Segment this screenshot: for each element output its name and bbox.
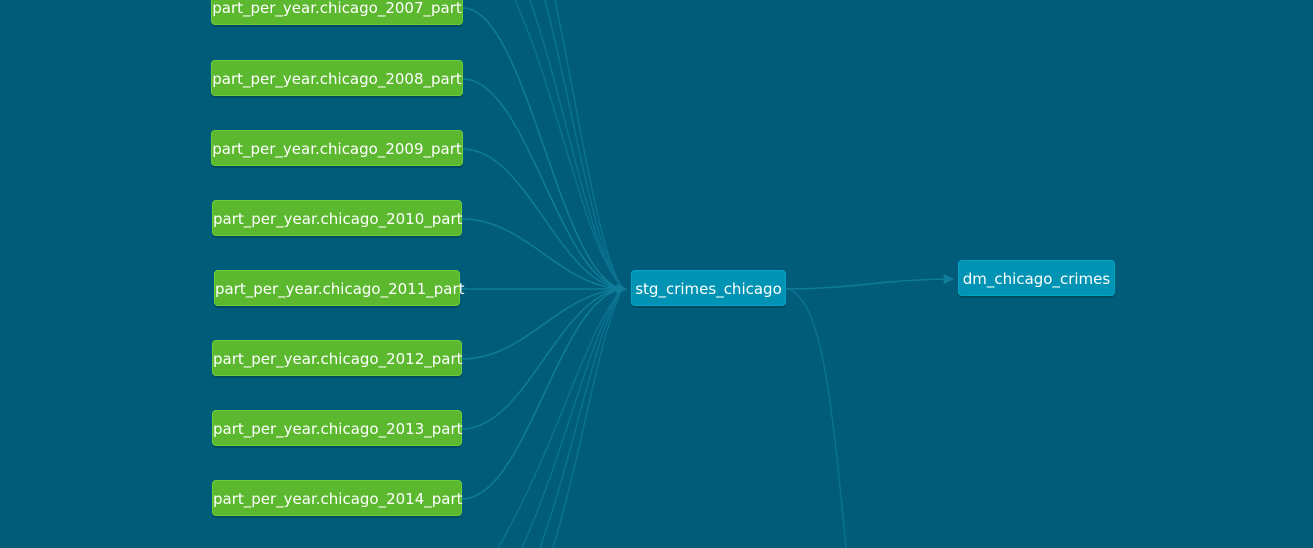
edge-chicago_2009-to-stg (462, 148, 628, 295)
edge-chicago_2014-to-stg (461, 283, 628, 500)
edge-offscreen-source (552, 287, 624, 548)
edge-offscreen-source (521, 287, 624, 548)
node-chicago-2008-part[interactable]: part_per_year.chicago_2008_part (211, 60, 463, 96)
node-chicago-2011-part[interactable]: part_per_year.chicago_2011_part (214, 270, 465, 306)
node-chicago-2014-part[interactable]: part_per_year.chicago_2014_part (212, 480, 463, 516)
edge-offscreen-source (514, 0, 624, 289)
edge-offscreen-source (539, 287, 624, 548)
edge-chicago_2013-to-stg (461, 283, 628, 430)
node-chicago-2013-part[interactable]: part_per_year.chicago_2013_part (212, 410, 463, 446)
node-chicago-2010-part[interactable]: part_per_year.chicago_2010_part (212, 200, 463, 236)
edge-offscreen-source (544, 0, 624, 289)
edge-offscreen-source (497, 287, 624, 548)
node-stg-crimes-chicago[interactable]: stg_crimes_chicago (631, 270, 786, 306)
edge-offscreen-source (529, 0, 624, 289)
edge-chicago_2008-to-stg (462, 78, 628, 295)
edge-chicago_2012-to-stg (461, 283, 628, 360)
edge-stg-to-dm (785, 273, 955, 290)
node-dm-chicago-crimes[interactable]: dm_chicago_crimes (958, 260, 1115, 296)
node-chicago-2012-part[interactable]: part_per_year.chicago_2012_part (212, 340, 463, 376)
node-chicago-2009-part[interactable]: part_per_year.chicago_2009_part (211, 130, 463, 166)
edge-offscreen-downstream (786, 287, 847, 548)
edge-chicago_2010-to-stg (461, 218, 628, 295)
node-chicago-2007-part[interactable]: part_per_year.chicago_2007_part (211, 0, 463, 25)
edge-offscreen-source (554, 0, 624, 289)
edge-chicago_2007-to-stg (462, 7, 628, 295)
